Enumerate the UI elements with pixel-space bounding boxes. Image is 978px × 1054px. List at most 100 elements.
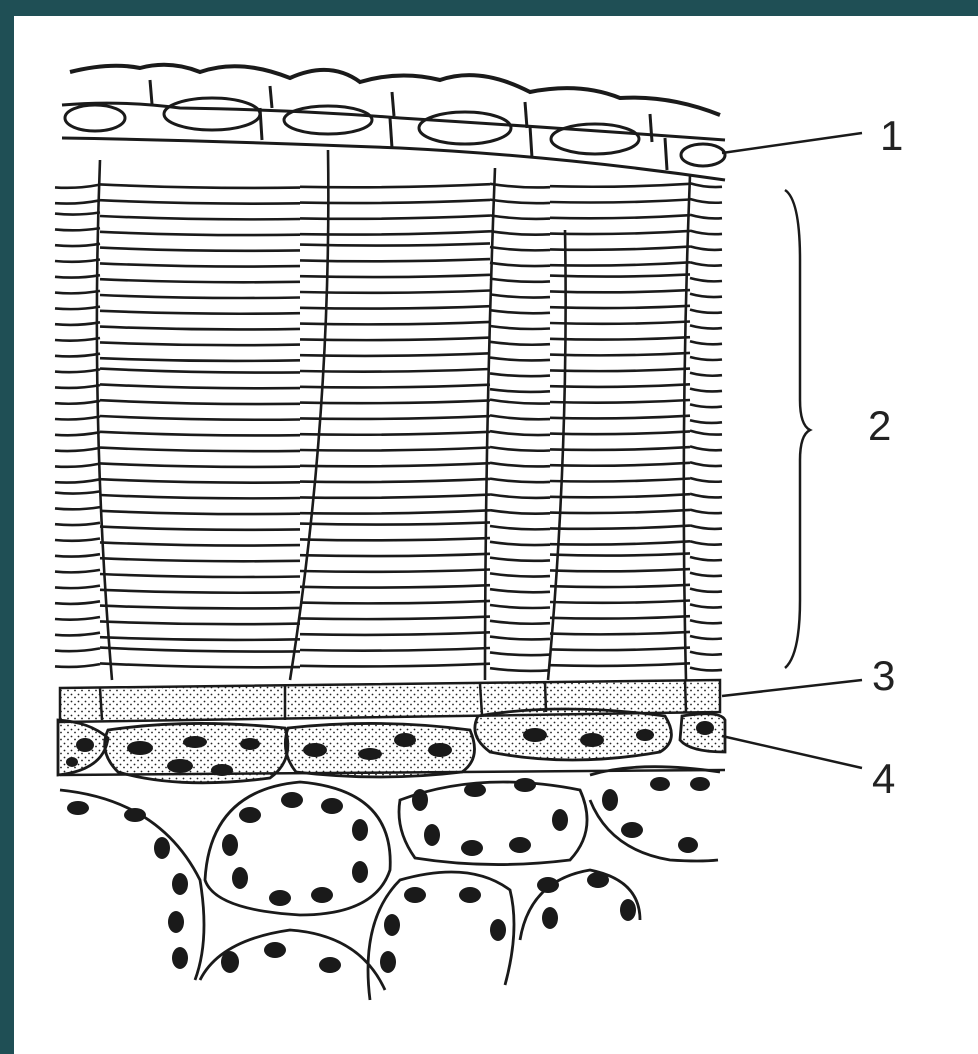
palisade-lamella [490,589,550,592]
palisade-lamella [300,479,490,482]
palisade-lamella [490,510,550,513]
palisade-lamella [550,526,690,529]
palisade-lamella [550,616,690,618]
palisade-lamella [55,322,100,325]
palisade-lamella [490,542,550,545]
palisade-lamella [690,373,722,376]
palisade-lamella [690,636,722,639]
palisade-lamella [55,228,100,230]
palisade-lamella [55,479,100,482]
palisade-lamella [300,664,490,667]
palisade-lamella [300,554,490,556]
palisade-lamella [55,200,100,203]
palisade-lamella [300,416,490,419]
palisade-lamella [55,617,100,620]
palisade-lamella [300,510,490,513]
palisade-lamella [690,478,722,482]
palisade-lamella [100,648,300,652]
palisade-lamella [550,306,690,308]
palisade-lamella [55,260,100,262]
palisade-lamella [690,494,722,498]
palisade-lamella [55,448,100,451]
palisade-lamella [100,495,300,498]
palisade-lamella [55,385,100,388]
palisade-lamella [690,341,722,344]
palisade-lamella [490,294,550,297]
palisade-lamella [55,539,100,541]
palisade-lamella [300,432,490,435]
palisade-lamella [55,507,100,509]
palisade-lamella [690,541,722,544]
palisade-lamella [490,247,550,250]
palisade-lamella [550,541,690,544]
palisade-lamella [490,479,550,483]
palisade-lamella [550,447,690,450]
palisade-lamella [490,526,550,529]
palisade-lamella [490,342,550,345]
palisade-lamella [100,263,300,266]
palisade-lamella [490,326,550,329]
palisade-lamella [690,246,722,250]
palisade-lamella [550,553,690,555]
palisade-lamella [100,342,300,345]
palisade-lamella [55,307,100,310]
palisade-lamella [690,183,722,187]
palisade-lamella [690,573,722,576]
palisade-lamella [690,262,722,265]
palisade-cell-layer [55,150,722,680]
palisade-lamella [100,400,300,404]
palisade-lamella [490,215,550,219]
label-4: 4 [872,755,895,802]
palisade-lamella [100,527,300,530]
palisade-lamella [100,448,300,452]
palisade-lamella [100,663,300,667]
palisade-lamella [550,184,690,187]
palisade-lamella [55,464,100,467]
palisade-lamella [300,522,490,524]
palisade-lamella [690,525,722,529]
palisade-lamella [490,310,550,313]
palisade-lamella [55,523,100,525]
palisade-lamella [550,400,690,403]
palisade-lamella [55,212,100,214]
palisade-lamella [100,384,300,388]
palisade-lamella [550,274,690,276]
palisade-lamella [100,432,300,436]
palisade-lamella [690,589,722,592]
palisade-lamella [490,415,550,419]
palisade-lamella [100,416,300,420]
palisade-lamella [550,353,690,355]
palisade-lamella [550,479,690,482]
palisade-lamella [300,369,490,372]
palisade-lamella [100,479,300,482]
palisade-lamella [300,291,490,293]
palisade-lamella [550,585,690,587]
palisade-lamella [55,185,100,188]
palisade-lamella [100,327,300,330]
palisade-lamella [490,263,550,266]
palisade-lamella [550,337,690,339]
palisade-lamella [55,417,100,420]
palisade-lamella [100,295,300,298]
palisade-lamella [100,279,300,282]
palisade-lamella [690,431,722,435]
palisade-lamella [55,432,100,435]
palisade-lamella [300,570,490,572]
palisade-wall [548,230,566,680]
label-leaders [722,133,862,768]
palisade-lamella [100,621,300,624]
palisade-lamella [55,291,100,293]
palisade-lamella [100,248,300,251]
palisade-lamella [550,215,690,218]
palisade-lamella [550,510,690,513]
palisade-lamella [490,447,550,451]
palisade-lamella [300,400,490,403]
palisade-lamella [690,420,722,423]
palisade-lamella [55,664,100,667]
palisade-lamella [550,632,690,634]
palisade-lamella [490,558,550,561]
palisade-lamella [300,495,490,498]
palisade-lamella [100,358,300,361]
palisade-lamella [550,369,690,372]
